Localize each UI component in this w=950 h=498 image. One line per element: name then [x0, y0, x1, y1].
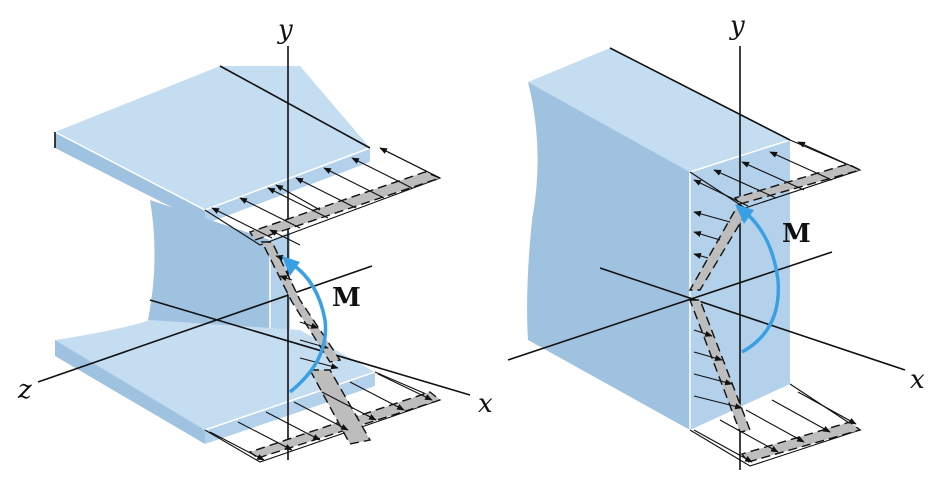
i-beam-stress-bottom: [204, 369, 442, 463]
rect-top-guide: [609, 47, 791, 141]
i-beam-moment-arrow: [282, 256, 328, 394]
rectangular-beam-body: [527, 48, 791, 430]
rect-stress-top: [689, 139, 862, 209]
i-beam-axes: [37, 46, 471, 460]
i-beam-figure: y z x M: [17, 15, 493, 463]
rectangular-beam-figure: y x M: [507, 11, 925, 470]
i-beam-x-label: x: [478, 389, 493, 419]
i-beam-y-label: y: [277, 15, 293, 45]
rect-y-label: y: [729, 11, 745, 41]
rect-stress-bottom: [689, 383, 862, 467]
rect-x-label: x: [910, 365, 925, 395]
flange-guide-top: [219, 65, 371, 149]
x-axis-line: [149, 299, 471, 396]
i-beam-z-label: z: [17, 375, 32, 405]
i-beam-top-flange: [54, 66, 371, 224]
rect-moment-arrow: [735, 204, 781, 354]
rect-x-axis-line: [599, 267, 906, 371]
rect-moment-label: M: [782, 219, 811, 249]
i-beam-stress-top: [204, 147, 443, 246]
i-beam-moment-label: M: [332, 283, 361, 313]
z-axis-line: [37, 265, 373, 383]
